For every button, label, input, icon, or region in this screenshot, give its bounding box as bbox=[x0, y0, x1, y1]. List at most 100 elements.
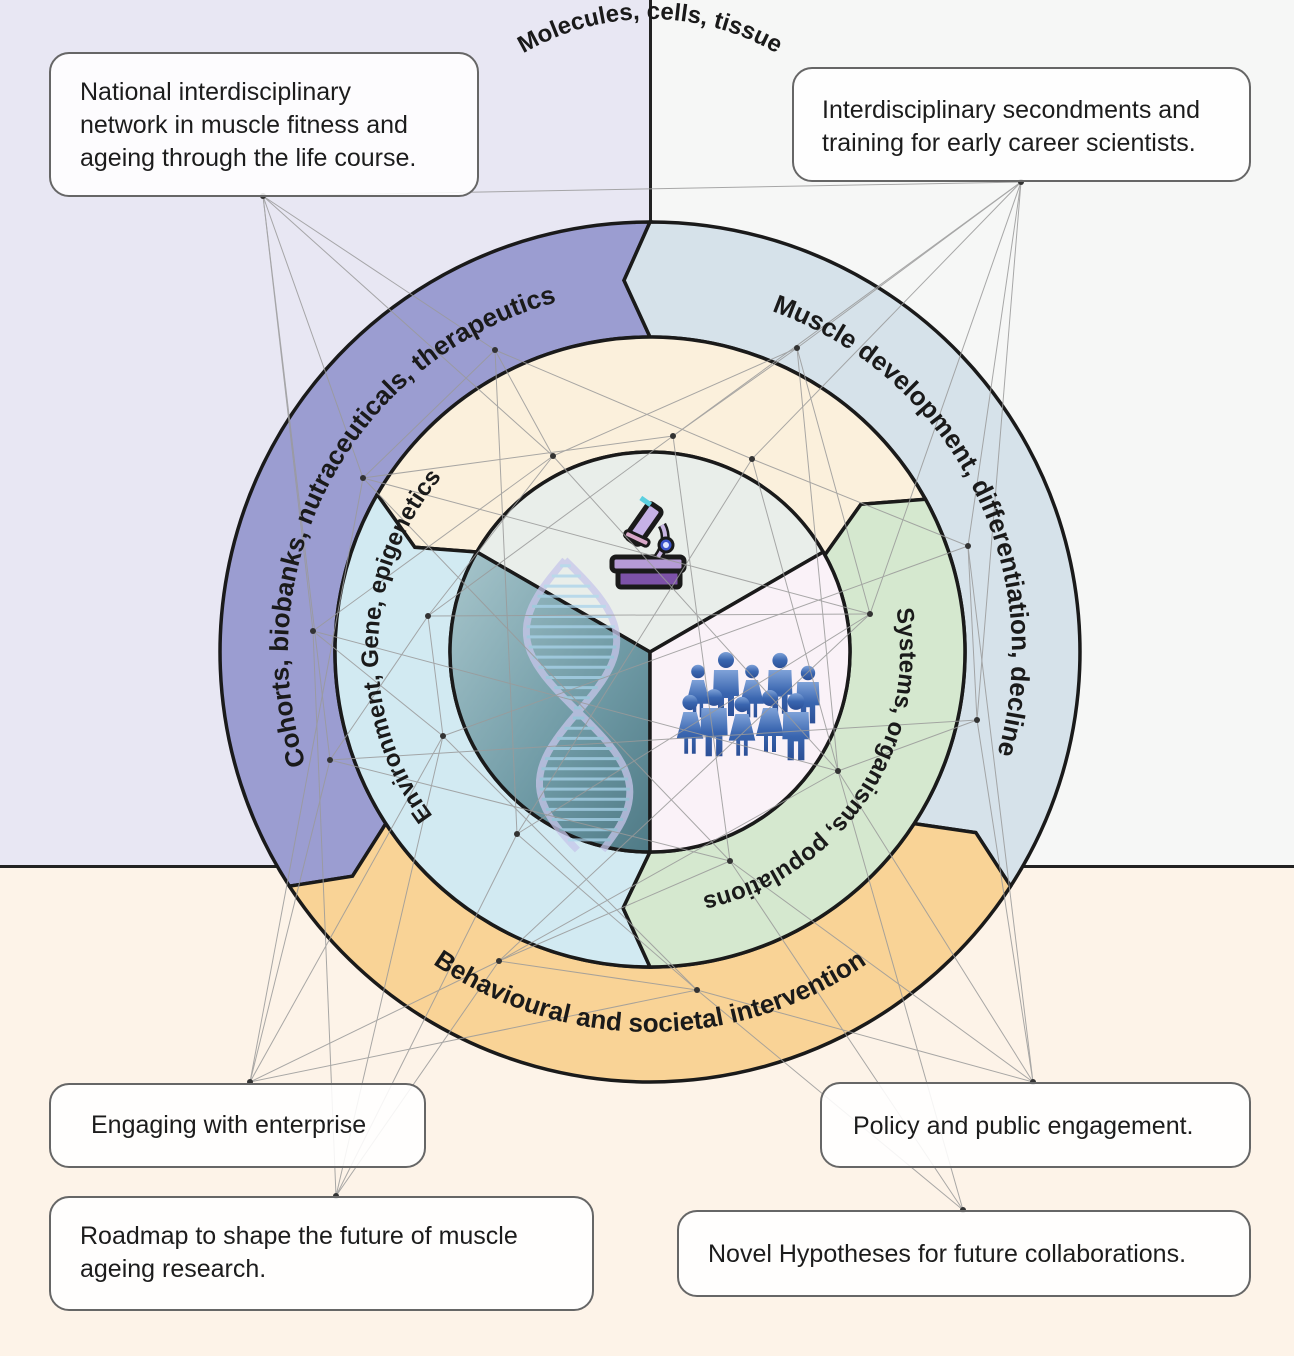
dna-strand bbox=[522, 557, 634, 853]
network-link bbox=[751, 458, 969, 547]
network-link bbox=[696, 989, 1034, 1083]
outcome-text-line: Interdisciplinary secondments and bbox=[822, 96, 1200, 124]
network-link bbox=[796, 347, 839, 772]
network-node bbox=[974, 717, 980, 723]
network-link bbox=[312, 455, 554, 632]
network-link bbox=[427, 455, 554, 617]
network-node bbox=[425, 613, 431, 619]
network-link bbox=[262, 195, 364, 479]
network-node bbox=[694, 987, 700, 993]
network-link bbox=[967, 545, 978, 721]
network-link bbox=[552, 455, 839, 772]
network-link bbox=[262, 195, 554, 457]
network-link bbox=[362, 477, 871, 615]
outcome-box-secondments: Interdisciplinary secondments and traini… bbox=[792, 67, 1251, 182]
network-link bbox=[869, 181, 1022, 615]
network-link bbox=[672, 347, 798, 437]
quadrant-divider-horizontal-left bbox=[0, 865, 290, 868]
outcome-text-line: Roadmap to shape the future of muscle bbox=[80, 1222, 518, 1250]
network-link bbox=[329, 615, 429, 761]
network-link bbox=[494, 349, 753, 460]
outcome-text-line: Novel Hypotheses for future collaboratio… bbox=[708, 1240, 1187, 1268]
person-male-icon bbox=[713, 652, 739, 716]
network-link bbox=[498, 613, 871, 962]
outcome-box-policy: Policy and public engagement. bbox=[820, 1082, 1251, 1168]
network-node bbox=[749, 456, 755, 462]
network-link bbox=[516, 458, 753, 835]
network-link bbox=[498, 860, 731, 962]
person-female-icon bbox=[740, 664, 764, 718]
network-link bbox=[362, 435, 674, 479]
network-link bbox=[751, 181, 1022, 460]
network-node bbox=[727, 858, 733, 864]
outer-ring bbox=[218, 220, 1082, 1084]
network-link bbox=[751, 458, 839, 772]
network-link bbox=[442, 735, 698, 991]
center-sector-top bbox=[474, 450, 826, 655]
network-link bbox=[976, 181, 1022, 721]
network-link bbox=[249, 989, 698, 1083]
outcome-text-line: ageing through the life course. bbox=[80, 144, 417, 172]
quadrant-divider-vertical bbox=[649, 0, 652, 230]
outcome-text-line: ageing research. bbox=[80, 1255, 267, 1283]
network-node bbox=[492, 347, 498, 353]
network-link bbox=[967, 181, 1022, 547]
outcome-text-line: Engaging with enterprise bbox=[91, 1111, 367, 1139]
person-male-icon bbox=[782, 693, 810, 761]
network-link bbox=[442, 545, 969, 737]
dna-strand bbox=[536, 557, 621, 853]
network-link bbox=[249, 477, 364, 1083]
network-node bbox=[310, 628, 316, 634]
network-link bbox=[494, 349, 518, 835]
network-link bbox=[837, 719, 978, 772]
network-link bbox=[362, 477, 731, 862]
network-link bbox=[672, 181, 1022, 437]
person-male-icon bbox=[700, 689, 728, 757]
network-node bbox=[327, 757, 333, 763]
outcome-text-line: training for early career scientists. bbox=[822, 129, 1196, 157]
outcome-box-roadmap: Roadmap to shape the future of muscle ag… bbox=[49, 1196, 594, 1311]
network-link bbox=[976, 719, 1034, 1083]
network-link bbox=[262, 195, 331, 761]
network-node bbox=[670, 433, 676, 439]
network-node bbox=[794, 345, 800, 351]
network-link bbox=[729, 860, 1034, 1083]
network-link bbox=[552, 347, 798, 457]
network-link bbox=[249, 759, 331, 1083]
network-node bbox=[550, 453, 556, 459]
network-link bbox=[427, 613, 871, 617]
network-node bbox=[514, 831, 520, 837]
outcome-box-network: National interdisciplinary network in mu… bbox=[49, 52, 479, 197]
network-link bbox=[329, 719, 978, 761]
outcome-box-hypotheses: Novel Hypotheses for future collaboratio… bbox=[677, 1210, 1251, 1297]
network-node bbox=[965, 543, 971, 549]
network-node bbox=[360, 475, 366, 481]
outcome-text-line: Policy and public engagement. bbox=[853, 1112, 1194, 1140]
network-link bbox=[672, 435, 731, 862]
person-female-icon bbox=[686, 664, 710, 718]
network-link bbox=[362, 349, 496, 479]
network-link bbox=[312, 630, 839, 772]
network-link bbox=[796, 347, 871, 615]
outcome-text-line: network in muscle fitness and bbox=[80, 111, 408, 139]
network-link bbox=[249, 960, 500, 1083]
network-link bbox=[329, 759, 731, 862]
network-node bbox=[867, 611, 873, 617]
network-link bbox=[516, 613, 871, 835]
outcome-text-line: National interdisciplinary bbox=[80, 78, 351, 106]
quadrant-divider-horizontal-right bbox=[1010, 865, 1294, 868]
network-link bbox=[516, 833, 698, 991]
network-link bbox=[498, 960, 698, 991]
label-molecules: Molecules, cells, tissue bbox=[513, 0, 787, 59]
network-node bbox=[440, 733, 446, 739]
dna-helix-icon bbox=[522, 557, 634, 853]
network-node bbox=[496, 958, 502, 964]
person-female-icon bbox=[756, 690, 784, 752]
network-link bbox=[494, 349, 554, 457]
network-link bbox=[427, 615, 444, 737]
network-link bbox=[498, 770, 839, 962]
network-node bbox=[835, 768, 841, 774]
network-link bbox=[249, 735, 444, 1083]
network-lines bbox=[249, 181, 1034, 1211]
